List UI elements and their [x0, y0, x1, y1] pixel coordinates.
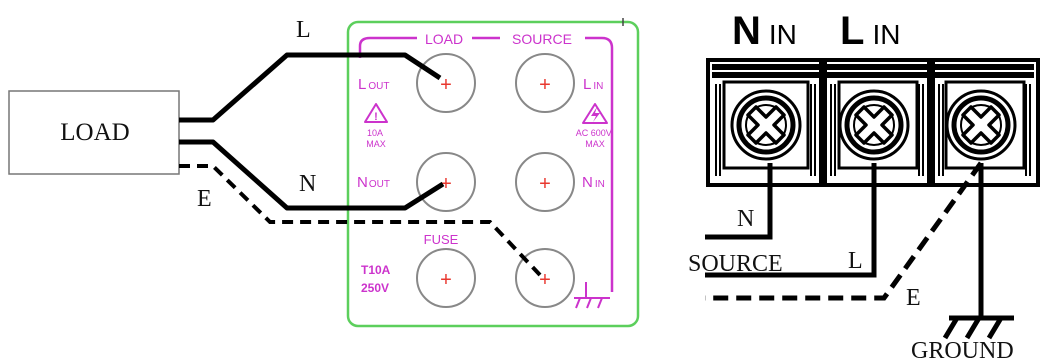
fuse-label: FUSE [424, 232, 459, 247]
panel-header-load: LOAD [425, 31, 463, 47]
warning-icon: ! [364, 103, 388, 123]
load-box-label: LOAD [60, 119, 129, 146]
terminal-plus-symbol: + [539, 269, 551, 291]
load-box [8, 90, 180, 175]
screw-terminal-ground[interactable] [947, 91, 1015, 159]
source-wire-earth [705, 161, 984, 301]
load-rating: 10A MAX [366, 128, 386, 149]
screw-terminal-n[interactable] [732, 91, 800, 159]
terminal-plus-symbol: + [440, 269, 452, 291]
terminal-plus-symbol: + [539, 74, 551, 96]
terminal-load-out-n[interactable]: + [416, 152, 476, 212]
source-wire-label-earth: E [906, 285, 921, 311]
label-load-out-n: NOUT [357, 174, 390, 191]
wire-label-earth: E [197, 186, 212, 212]
screw-terminal-l[interactable] [840, 91, 908, 159]
terminal-plus-symbol: + [440, 173, 452, 195]
terminal-fuse[interactable]: + [416, 248, 476, 308]
wire-earth [179, 164, 542, 277]
source-wires [705, 161, 984, 318]
panel-border [346, 20, 640, 328]
terminal-plus-symbol: + [539, 173, 551, 195]
terminal-load-out-l[interactable]: + [416, 53, 476, 113]
terminal-plus-symbol: + [440, 74, 452, 96]
terminal-ground[interactable]: + [515, 248, 575, 308]
source-wire-label-neutral: N [737, 206, 754, 232]
wire-neutral [179, 139, 445, 211]
ground-earth-icon [942, 315, 1014, 340]
wire-label-neutral: N [299, 171, 316, 197]
source-wire-label-live: L [848, 248, 863, 274]
source-rating: AC 600V MAX [576, 128, 615, 149]
svg-text:!: ! [374, 111, 378, 123]
fuse-rating: T10A 250V [361, 263, 393, 295]
wire-live [179, 52, 442, 123]
wires [179, 52, 542, 277]
load-device: LOAD [8, 90, 180, 175]
terminal-source-in-l[interactable]: + [515, 53, 575, 113]
wire-label-live: L [296, 17, 311, 43]
ground-symbol-icon [574, 282, 610, 309]
ground-label: GROUND [911, 338, 1014, 363]
panel-header-source: SOURCE [512, 31, 572, 47]
source-wire-live [705, 163, 877, 278]
panel-header-bracket [358, 36, 614, 292]
source-wire-neutral [705, 163, 773, 240]
high-voltage-icon [582, 103, 608, 124]
source-label: SOURCE [688, 251, 783, 277]
terminal-source-in-n[interactable]: + [515, 152, 575, 212]
